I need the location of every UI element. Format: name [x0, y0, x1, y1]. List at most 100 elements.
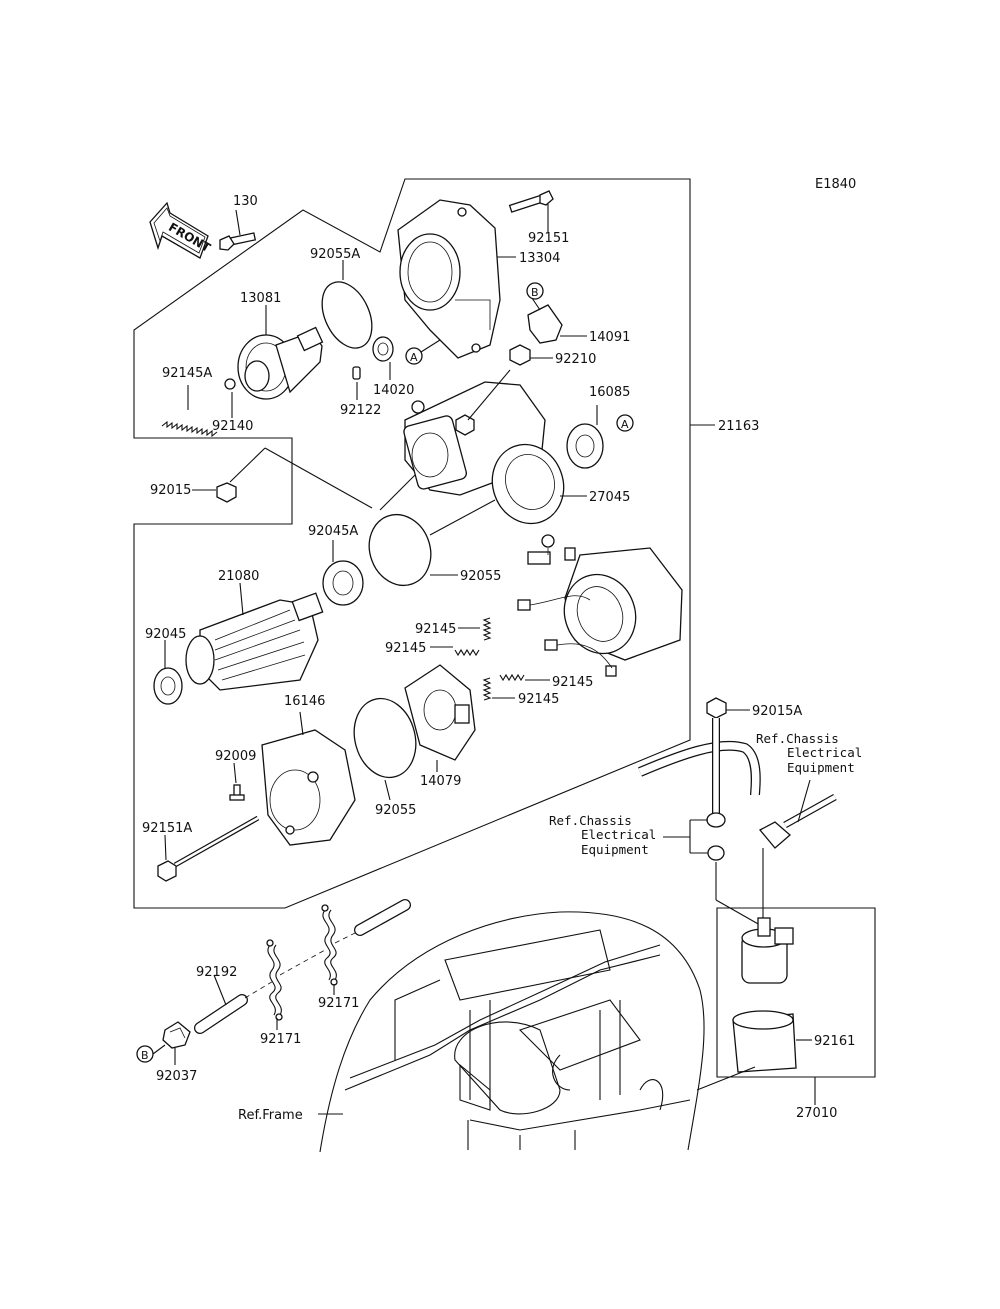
- leader-92015-b: [229, 447, 266, 483]
- label-16085: 16085: [589, 385, 630, 400]
- bolt-92151: [508, 190, 554, 232]
- label-92140: 92140: [212, 419, 253, 434]
- label-27045: 27045: [589, 490, 630, 505]
- label-92161: 92161: [814, 1034, 855, 1049]
- leader-relay-frame: [696, 1066, 756, 1091]
- relay-cover-92161: [732, 1010, 812, 1073]
- label-92015: 92015: [150, 483, 191, 498]
- tube-upper: [279, 899, 411, 976]
- label-13304: 13304: [519, 251, 560, 266]
- label-14079: 14079: [420, 774, 461, 789]
- yoke-assembly: [517, 534, 683, 677]
- label-92145-4: 92145: [518, 692, 559, 707]
- callout-b-1: [526, 282, 544, 300]
- connector-line: [264, 447, 373, 509]
- brush-plate-14079: [404, 664, 476, 772]
- o-ring-92055-mid: [368, 513, 432, 587]
- callout-b-1-text: B: [531, 286, 539, 299]
- cap-14091: [527, 297, 587, 344]
- spring-92145-4: [482, 677, 515, 701]
- label-92037: 92037: [156, 1069, 197, 1084]
- label-92122: 92122: [340, 403, 381, 418]
- clip-92171-2: [321, 904, 338, 995]
- nut-92210: [509, 344, 531, 366]
- tube-92192: [194, 974, 276, 1034]
- nut-92015: [216, 482, 237, 503]
- nut-92015A: [706, 697, 727, 719]
- label-92055A: 92055A: [310, 247, 360, 262]
- clip-92171-1: [266, 939, 283, 1030]
- label-92015A: 92015A: [752, 704, 802, 719]
- callout-a-1: [405, 347, 423, 365]
- figure-code: E1840: [815, 177, 856, 192]
- washer-92140: [224, 378, 236, 390]
- armature-21080: [185, 582, 324, 691]
- label-92151: 92151: [528, 231, 569, 246]
- ref-chassis-left-line3: Equipment: [581, 842, 649, 857]
- o-ring-92055-low: [353, 697, 417, 779]
- bolt-92151A: [157, 815, 260, 882]
- spring-92145-1: [458, 617, 492, 641]
- ref-chassis-left-line2: Electrical: [581, 827, 656, 842]
- spring-92145A: [161, 385, 218, 438]
- label-16146: 16146: [284, 694, 325, 709]
- ref-frame-label: Ref.Frame: [238, 1108, 303, 1123]
- label-27010: 27010: [796, 1106, 837, 1121]
- spring-92145-2: [430, 646, 480, 657]
- bearing-92045: [153, 640, 183, 705]
- vehicle-frame: [318, 911, 705, 1153]
- assembly-outline-21163: [133, 178, 691, 909]
- label-92009: 92009: [215, 749, 256, 764]
- label-92045: 92045: [145, 627, 186, 642]
- gear-13081: [237, 305, 324, 400]
- label-130: 130: [233, 194, 258, 209]
- connector-line-3: [429, 499, 496, 536]
- label-92192: 92192: [196, 965, 237, 980]
- callout-a-2-text: A: [621, 418, 629, 431]
- label-92145-1: 92145: [415, 622, 456, 637]
- bearing-92045A: [322, 540, 364, 606]
- callout-a-2: [616, 414, 634, 432]
- front-arrow-icon: FRONT: [149, 201, 214, 259]
- spring-92145-3: [499, 673, 550, 682]
- label-92171-2: 92171: [318, 996, 359, 1011]
- leader-relay-b: [715, 899, 761, 926]
- label-92145-3: 92145: [552, 675, 593, 690]
- gear-16085: [566, 405, 604, 469]
- ref-chassis-right-line2: Electrical: [787, 745, 862, 760]
- cable-assembly: [638, 718, 837, 861]
- label-92151A: 92151A: [142, 821, 192, 836]
- label-92210: 92210: [555, 352, 596, 367]
- callout-b-2: [136, 1045, 154, 1063]
- housing-13304: [397, 199, 516, 359]
- end-cover-16146: [261, 711, 356, 846]
- callout-b-2-text: B: [141, 1049, 149, 1062]
- label-92055-low: 92055: [375, 803, 416, 818]
- label-92055-mid: 92055: [460, 569, 501, 584]
- label-14020: 14020: [373, 383, 414, 398]
- connector-line-2: [379, 474, 416, 511]
- starter-relay: [741, 917, 794, 984]
- label-92045A: 92045A: [308, 524, 358, 539]
- leader-callout-a-1: [420, 339, 441, 353]
- ref-chassis-right-line1: Ref.Chassis: [756, 731, 839, 746]
- o-ring-92055A: [321, 281, 373, 349]
- label-21080: 21080: [218, 569, 259, 584]
- label-13081: 13081: [240, 291, 281, 306]
- leader-92055-low: [384, 779, 391, 801]
- clamp-92037: [152, 1021, 191, 1065]
- label-92171-1: 92171: [260, 1032, 301, 1047]
- label-21163: 21163: [718, 419, 759, 434]
- bolt-130: [219, 209, 257, 251]
- relay-outline-27010: [716, 907, 876, 1078]
- ref-chassis-right-line3: Equipment: [787, 760, 855, 775]
- pin-92122: [352, 366, 361, 380]
- label-92145-2: 92145: [385, 641, 426, 656]
- label-92145A: 92145A: [162, 366, 212, 381]
- bracket-ref-chassis-left: [663, 819, 708, 854]
- callout-a-1-text: A: [410, 351, 418, 364]
- housing-27045: [491, 443, 587, 525]
- screw-92009: [229, 762, 245, 801]
- label-14091: 14091: [589, 330, 630, 345]
